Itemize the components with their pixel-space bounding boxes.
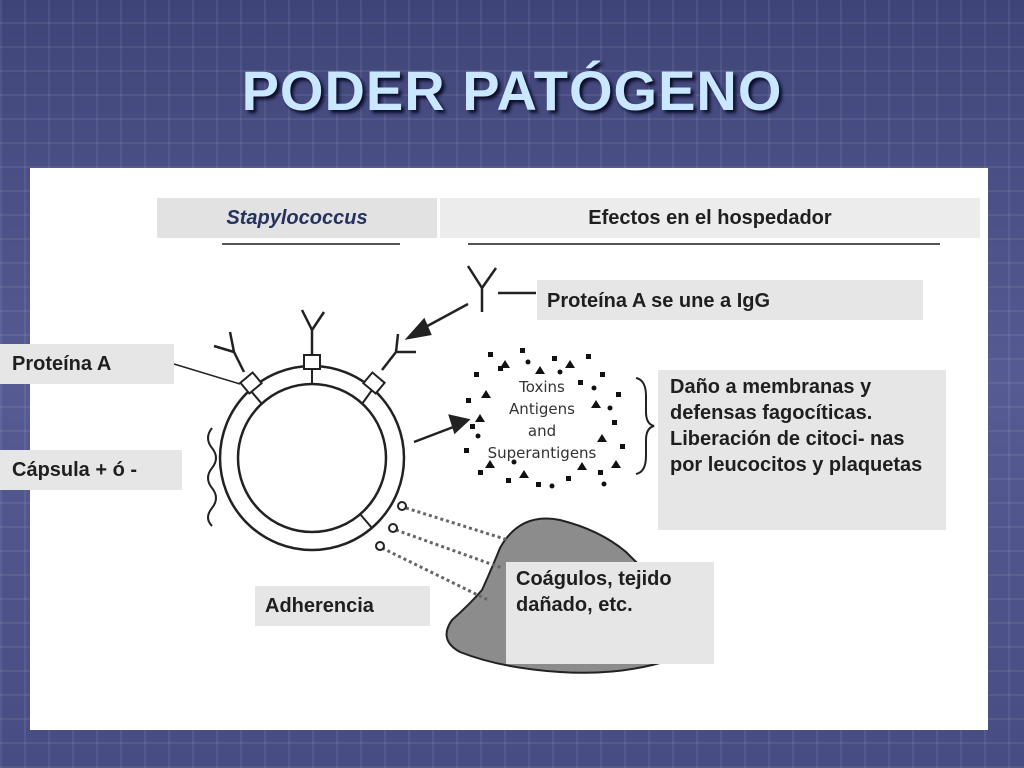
label-protein-a: Proteína A (0, 344, 174, 384)
label-capsule: Cápsula + ó - (0, 450, 182, 490)
superantigens-text: Superantigens (488, 444, 597, 462)
adhesin-connectors (381, 506, 509, 602)
and-text: and (528, 422, 556, 440)
capsule-wave (207, 427, 217, 527)
brace-icon (635, 377, 655, 475)
label-adherence: Adherencia (255, 586, 430, 626)
antigens-text: Antigens (509, 400, 575, 418)
header-staphylococcus: Stapylococcus (157, 198, 437, 238)
slide-title: PODER PATÓGENO (241, 59, 783, 122)
toxins-text: Toxins (518, 378, 565, 396)
protein-a-receptors (238, 354, 387, 395)
label-clots: Coágulos, tejido dañado, etc. (506, 562, 714, 664)
header-host-effects: Efectos en el hospedador (440, 198, 980, 238)
label-protein-a-igg: Proteína A se une a IgG (537, 280, 923, 320)
igg-antibody-icons (213, 265, 498, 373)
toxins-cloud: Toxins Antigens and Superantigens (464, 348, 625, 489)
label-membrane-damage: Daño a membranas y defensas fagocíticas.… (658, 370, 946, 530)
arrow-icons (404, 302, 471, 444)
